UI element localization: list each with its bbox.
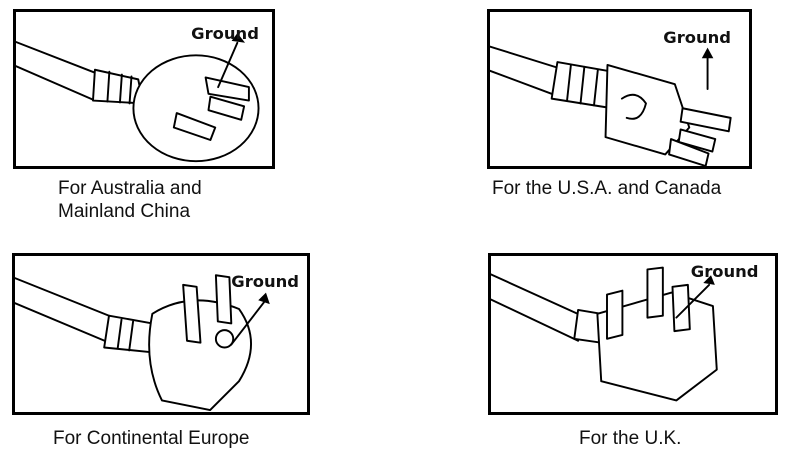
ground-label: Ground	[663, 28, 731, 47]
ground-label: Ground	[231, 272, 299, 291]
plug-panel-australia-china: Ground	[13, 9, 275, 169]
caption-line: For Continental Europe	[53, 428, 250, 449]
caption-usa-canada: For the U.S.A. and Canada	[492, 177, 721, 200]
caption-uk: For the U.K.	[579, 427, 681, 450]
australia-plug-illustration: Ground	[16, 24, 260, 163]
caption-line: For the U.S.A. and Canada	[492, 178, 722, 199]
uk-plug-illustration: Ground	[491, 262, 759, 402]
usa-plug-illustration: Ground	[490, 28, 732, 166]
caption-australia-china: For Australia and Mainland China	[58, 177, 202, 223]
plug-panel-usa-canada: Ground	[487, 9, 752, 169]
caption-line: For the U.K.	[579, 428, 682, 449]
caption-continental-europe: For Continental Europe	[53, 427, 249, 450]
caption-line: Mainland China	[58, 201, 191, 222]
europe-plug-illustration: Ground	[15, 272, 299, 412]
ground-label: Ground	[691, 262, 759, 281]
plug-panel-uk: Ground	[488, 253, 778, 415]
caption-line: For Australia and	[58, 178, 202, 199]
plug-panel-continental-europe: Ground	[12, 253, 310, 415]
ground-label: Ground	[191, 24, 259, 43]
